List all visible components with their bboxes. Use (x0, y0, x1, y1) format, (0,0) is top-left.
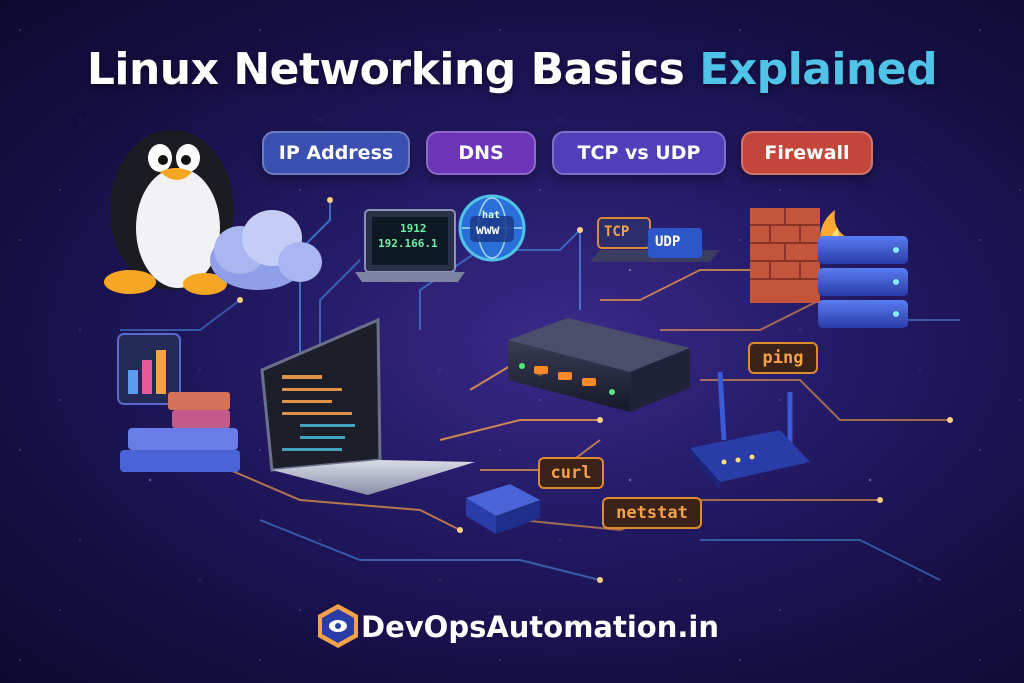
topic-tcp-vs-udp: TCP vs UDP (552, 131, 726, 175)
globe-www-text: www (476, 223, 500, 238)
topic-firewall: Firewall (741, 131, 873, 175)
brand-logo-spacer (305, 605, 349, 649)
screen-line-2: 192.166.1 (378, 237, 438, 250)
dns-globe-icon (458, 194, 526, 262)
screen-line-1: 1912 (400, 222, 427, 235)
command-curl: curl (538, 457, 604, 489)
command-ping: ping (748, 342, 818, 374)
topic-dns: DNS (426, 131, 536, 175)
title-main: Linux Networking Basics (86, 44, 685, 95)
book-stack-icon (120, 392, 240, 472)
linux-penguin-icon (104, 130, 234, 295)
command-netstat: netstat (602, 497, 702, 529)
globe-top-text: hat (482, 210, 501, 221)
network-switch-icon (466, 484, 540, 534)
cloud-icon (210, 210, 322, 290)
title-accent: Explained (699, 44, 938, 95)
terminal-laptop (260, 317, 475, 495)
tcp-label: TCP (604, 224, 630, 240)
wifi-router-icon (690, 371, 810, 490)
tcp-udp-switch (590, 217, 720, 262)
server-rack-icon (818, 236, 908, 328)
brand-footer: DevOpsAutomation.in (0, 605, 1024, 649)
devops-logo-icon (318, 604, 358, 648)
page-title: Linux Networking Basics Explained (0, 44, 1024, 95)
topic-ip-address: IP Address (262, 131, 410, 175)
circuit-lines (120, 200, 960, 581)
brand-name: DevOpsAutomation.in (361, 610, 719, 644)
small-laptop (355, 209, 465, 282)
network-router-icon (508, 318, 690, 412)
udp-label: UDP (655, 234, 681, 250)
analytics-panel-icon (117, 333, 181, 405)
